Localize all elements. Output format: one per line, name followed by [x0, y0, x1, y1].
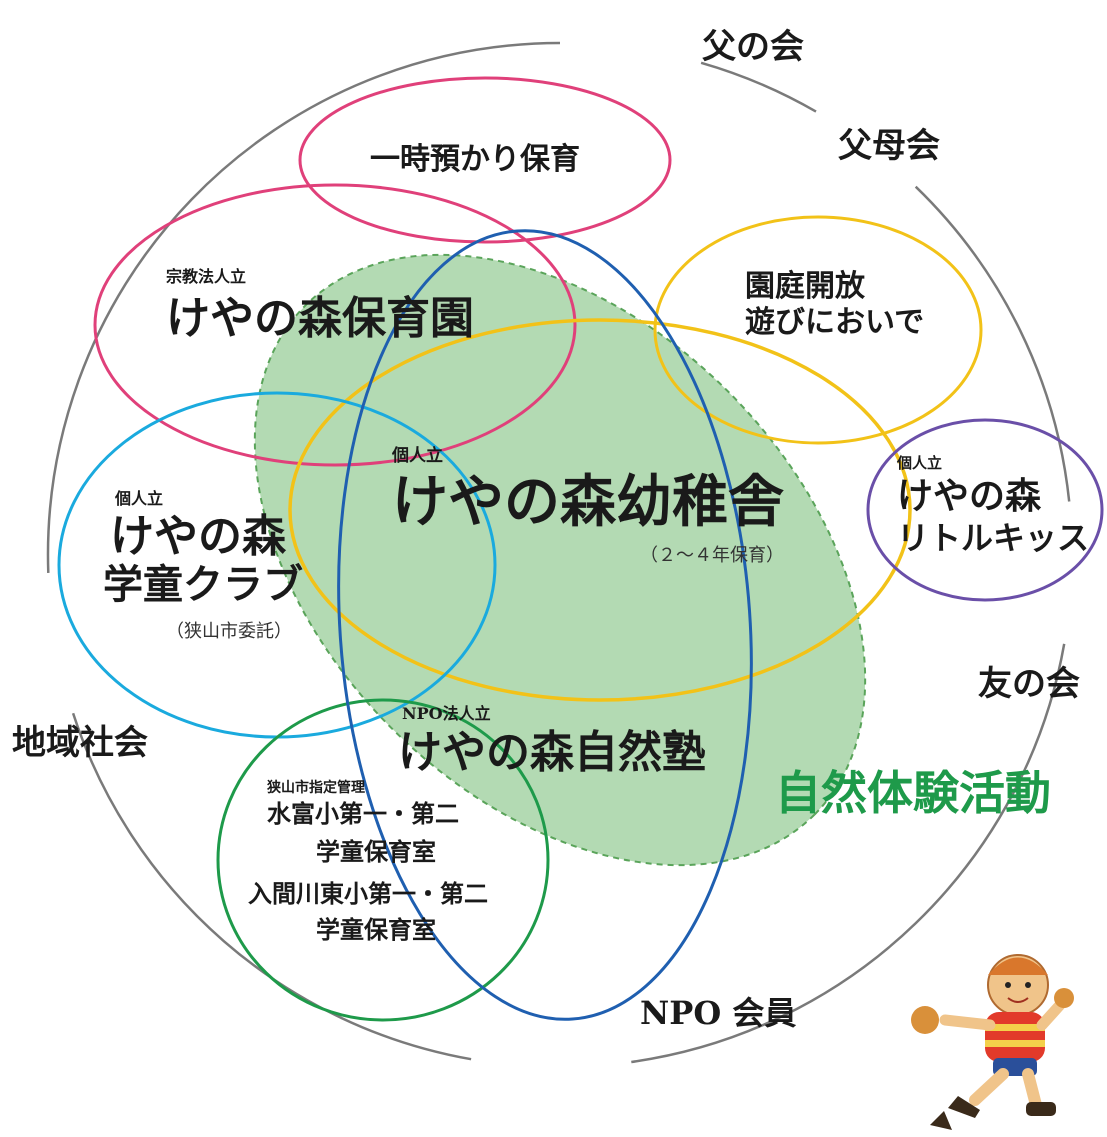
ring-ichiji-azukari	[298, 76, 672, 244]
yochisha-prefix: 個人立	[392, 446, 443, 466]
ring-hoikuen	[93, 183, 577, 467]
outer-circle-arc	[631, 643, 1066, 1064]
outer-circle	[46, 41, 1071, 1064]
chichi-no-kai-label: 父の会	[702, 27, 804, 67]
ichiji-azukari-label: 一時預かり保育	[370, 142, 580, 177]
gakudo-line2: 学童クラブ	[103, 561, 303, 608]
shizen-taiken-label: 自然体験活動	[775, 766, 1051, 820]
entei-line2: 遊びにおいで	[745, 305, 925, 340]
little-line1: けやの森	[897, 475, 1042, 517]
little-line2: リトルキッス	[897, 519, 1090, 557]
gakudo-prefix: 個人立	[115, 489, 164, 508]
yochisha-name: けやの森幼稚舎	[392, 469, 784, 535]
shitei-line2: 学童保育室	[316, 837, 436, 866]
tomo-no-kai-label: 友の会	[978, 664, 1080, 704]
nature-area-blob	[253, 253, 867, 867]
ring-little-kiss	[866, 418, 1104, 602]
shitei-line4: 学童保育室	[316, 915, 436, 944]
shizenjuku-name: けやの森自然塾	[398, 727, 706, 778]
outer-circle-arc	[700, 61, 817, 113]
gakudo-note: （狭山市委託）	[166, 621, 292, 642]
entei-line1: 園庭開放	[745, 269, 865, 304]
shitei-prefix: 狭山市指定管理	[267, 780, 365, 796]
ring-shitei-kanri	[216, 698, 550, 1022]
hoikuen-name: けやの森保育園	[166, 293, 474, 344]
shizenjuku-prefix: NPO法人立	[402, 704, 491, 723]
shitei-line3: 入間川東小第一・第二	[248, 879, 488, 908]
fubokai-label: 父母会	[838, 126, 940, 166]
gakudo-line1: けやの森	[110, 511, 286, 562]
little-prefix: 個人立	[897, 454, 943, 472]
outer-circle-arc	[914, 185, 1071, 502]
outer-circle-arc	[46, 41, 561, 573]
ring-npo	[337, 229, 753, 1021]
shitei-line1: 水富小第一・第二	[267, 799, 459, 828]
ring-yochisha	[288, 318, 912, 702]
outer-circle-arc	[71, 712, 472, 1061]
ring-entei-kaiho	[653, 215, 983, 445]
running-child-icon	[911, 954, 1074, 1130]
yochisha-note: （２〜４年保育）	[640, 545, 784, 566]
hoikuen-prefix: 宗教法人立	[166, 267, 247, 286]
npo-kaiin-label: NPO 会員	[640, 994, 797, 1032]
chiiki-shakai-label: 地域社会	[12, 723, 148, 763]
